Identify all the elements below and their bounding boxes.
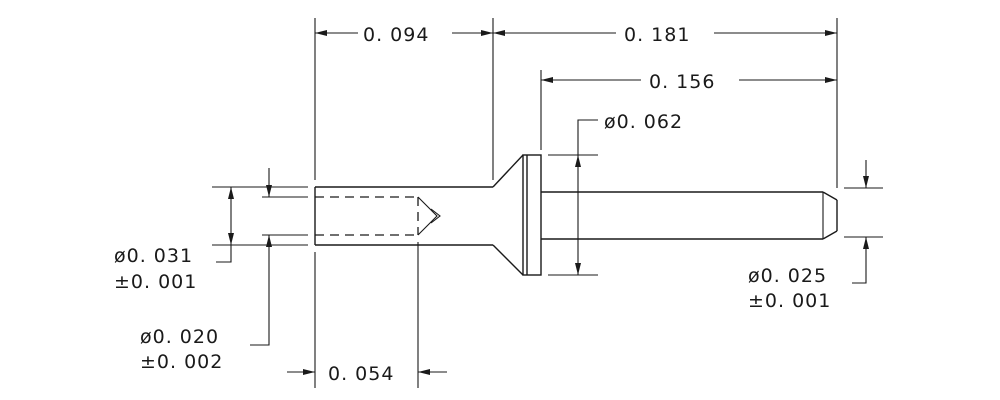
- dim-head-length: 0. 094: [363, 24, 429, 46]
- dim-overall-length: 0. 181: [624, 24, 690, 46]
- dim-bore-dia: ø0. 031: [114, 245, 193, 267]
- dim-drill-depth: 0. 054: [328, 363, 394, 385]
- dim-flange-dia: ø0. 062: [604, 111, 683, 133]
- dim-tip-dia-tol: ±0. 001: [748, 290, 831, 312]
- dim-bore-dia-tol: ±0. 001: [114, 271, 197, 293]
- pin-outline: [314, 154, 838, 276]
- hidden-bore: [315, 196, 441, 236]
- dim-drill-dia-tol: ±0. 002: [140, 351, 223, 373]
- dim-tip-dia: ø0. 025: [748, 265, 827, 287]
- dim-drill-dia: ø0. 020: [140, 326, 219, 348]
- dimension-lines: [216, 30, 869, 375]
- extension-lines: [212, 18, 883, 388]
- dim-shank-length: 0. 156: [649, 71, 715, 93]
